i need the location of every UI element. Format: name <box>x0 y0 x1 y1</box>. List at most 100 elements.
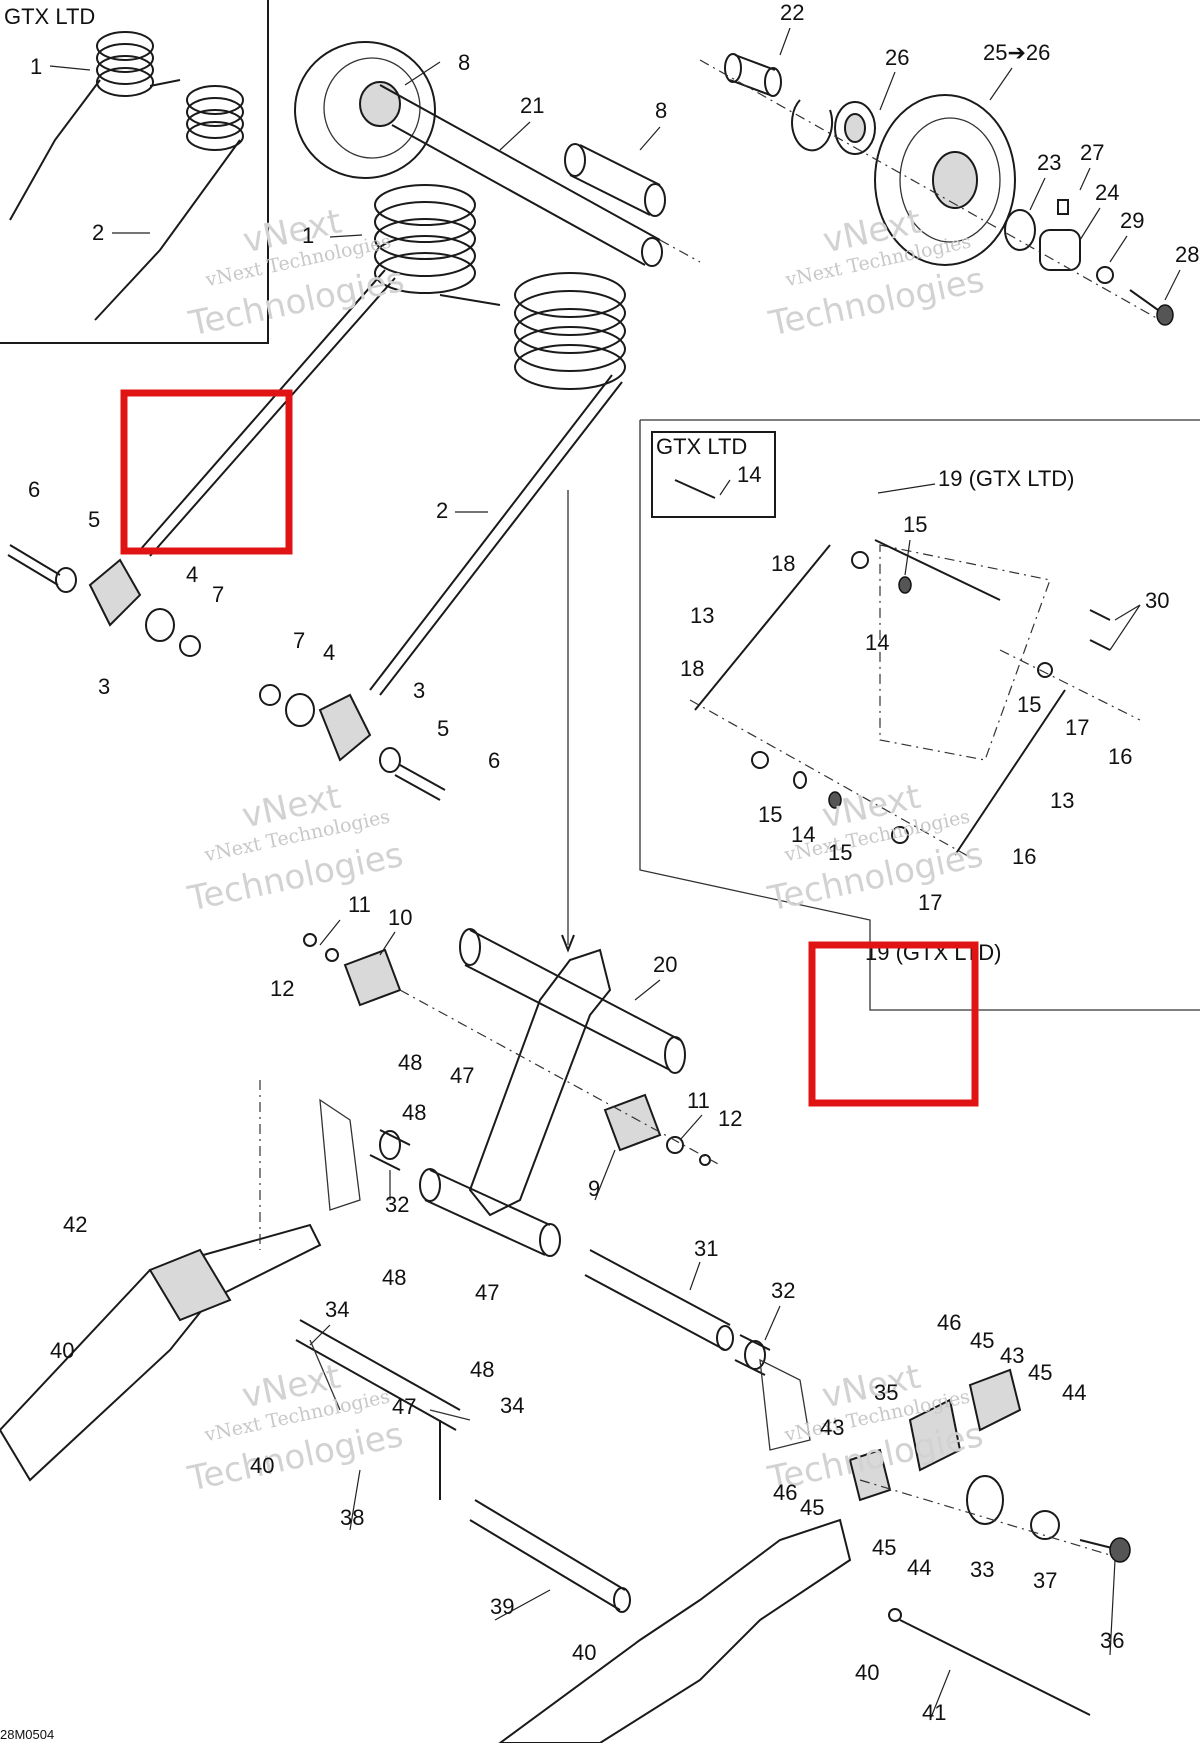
label-42: 42 <box>63 1212 87 1237</box>
left-mount-group <box>7 544 201 657</box>
watermark-5: vNext vNext Technologies Technologies <box>184 1357 407 1500</box>
label-32-right: 32 <box>771 1278 795 1303</box>
label-32-left: 32 <box>385 1192 409 1217</box>
label-41: 41 <box>922 1700 946 1725</box>
label-18-top: 18 <box>771 551 795 576</box>
watermark-6: vNext vNext Technologies Technologies <box>764 1357 987 1500</box>
label-36: 36 <box>1100 1628 1124 1653</box>
label-17-bottom: 17 <box>918 890 942 915</box>
label-45-top: 45 <box>970 1328 994 1353</box>
label-43-top: 43 <box>1000 1343 1024 1368</box>
label-3-right: 3 <box>413 678 425 703</box>
label-14-inset: 14 <box>737 462 761 487</box>
left-idler-wheel <box>294 41 436 179</box>
label-15-bottom: 15 <box>828 840 852 865</box>
label-24: 24 <box>1095 180 1119 205</box>
label-7-left: 7 <box>212 582 224 607</box>
label-1-main: 1 <box>302 223 314 248</box>
label-6-left: 6 <box>28 477 40 502</box>
label-6-right: 6 <box>488 748 500 773</box>
crossbar-38 <box>295 1319 471 1500</box>
label-23: 23 <box>1037 150 1061 175</box>
bushing-33 <box>966 1475 1131 1563</box>
spring-small-1 <box>9 31 181 221</box>
bearing-26 <box>834 101 876 155</box>
spring-small-2 <box>94 85 244 321</box>
tube-39 <box>469 1499 631 1613</box>
label-1-inset: 1 <box>30 54 42 79</box>
label-48-b: 48 <box>402 1100 426 1125</box>
label-48-c: 48 <box>382 1265 406 1290</box>
right-idler-wheel <box>874 94 1016 266</box>
label-46-bottom: 46 <box>773 1480 797 1505</box>
label-47-b: 47 <box>475 1280 499 1305</box>
label-17-top: 17 <box>1065 715 1089 740</box>
watermark-2: vNext vNext Technologies Technologies <box>765 202 988 345</box>
label-9: 9 <box>588 1176 600 1201</box>
bushing-22 <box>724 53 782 97</box>
watermark-4: vNext vNext Technologies Technologies <box>764 777 987 920</box>
label-7-right: 7 <box>293 628 305 653</box>
label-2-main: 2 <box>436 498 448 523</box>
label-26: 26 <box>885 45 909 70</box>
label-30: 30 <box>1145 588 1169 613</box>
label-45-bottom: 45 <box>872 1535 896 1560</box>
label-5-right: 5 <box>437 716 449 741</box>
label-40-left: 40 <box>50 1338 74 1363</box>
highlight-box-upper <box>120 389 293 555</box>
label-15-right: 15 <box>1017 692 1041 717</box>
label-8-wheel: 8 <box>458 50 470 75</box>
label-34-right: 34 <box>500 1393 524 1418</box>
collar-24-group <box>1004 199 1174 326</box>
spacer-8 <box>564 143 666 217</box>
highlight-box-lower <box>808 941 979 1107</box>
label-33: 33 <box>970 1557 994 1582</box>
left-rail <box>0 1080 361 1482</box>
bushing-32a <box>369 1129 411 1171</box>
label-15-top: 15 <box>903 512 927 537</box>
spring-large-1 <box>139 184 501 557</box>
label-25-26: 25➔26 <box>983 40 1050 65</box>
label-8-spacer: 8 <box>655 98 667 123</box>
label-34-left: 34 <box>325 1297 349 1322</box>
watermark-1: vNext vNext Technologies Technologies <box>185 202 408 345</box>
label-27: 27 <box>1080 140 1104 165</box>
label-44-bottom: 44 <box>907 1555 931 1580</box>
label-21: 21 <box>520 93 544 118</box>
label-2-inset: 2 <box>92 220 104 245</box>
label-13-left: 13 <box>690 603 714 628</box>
inset-top-left: GTX LTD <box>0 0 269 344</box>
right-rail <box>498 1358 852 1743</box>
figure-code: 28M0504 <box>0 1727 54 1742</box>
label-22: 22 <box>780 0 804 25</box>
label-15-bottom-left: 15 <box>758 802 782 827</box>
part-labels: 1 2 8 21 8 22 26 25➔26 23 27 24 29 28 1 … <box>28 0 1199 1725</box>
label-40-bottom: 40 <box>572 1640 596 1665</box>
label-11-top: 11 <box>348 892 371 917</box>
label-18-left: 18 <box>680 656 704 681</box>
label-16-bottom: 16 <box>1012 844 1036 869</box>
label-48-d: 48 <box>470 1357 494 1382</box>
label-35: 35 <box>874 1380 898 1405</box>
label-14-mid: 14 <box>865 630 889 655</box>
bushing-32b <box>734 1334 771 1376</box>
label-43-bottom: 43 <box>820 1415 844 1440</box>
label-28: 28 <box>1175 242 1199 267</box>
label-40-right: 40 <box>855 1660 879 1685</box>
label-4-left: 4 <box>186 562 198 587</box>
label-47-a: 47 <box>450 1063 474 1088</box>
pivot-block-35 <box>848 1368 1022 1502</box>
label-13-right: 13 <box>1050 788 1074 813</box>
swing-arm-20 <box>419 928 686 1257</box>
label-48-a: 48 <box>398 1050 422 1075</box>
label-16-top: 16 <box>1108 744 1132 769</box>
label-37: 37 <box>1033 1568 1057 1593</box>
label-3-left: 3 <box>98 674 110 699</box>
label-45-bottom-left: 45 <box>800 1495 824 1520</box>
circlip <box>791 99 834 152</box>
inset-top-left-title: GTX LTD <box>4 4 95 29</box>
pivot-block-9 <box>603 1093 711 1166</box>
leader-lines <box>309 27 1181 1721</box>
label-12-right: 12 <box>718 1106 742 1131</box>
